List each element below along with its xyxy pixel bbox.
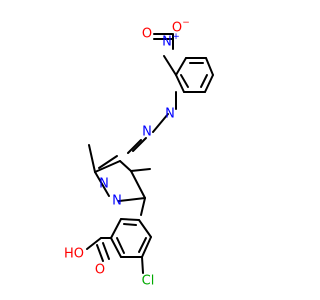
chlorobenzoic-ring xyxy=(86,218,152,274)
bond xyxy=(86,237,102,250)
nitro-nitrogen-label: N xyxy=(162,35,172,50)
bond xyxy=(130,168,151,172)
bond xyxy=(204,74,214,93)
bond xyxy=(98,155,118,169)
bond xyxy=(141,256,144,274)
azo-link xyxy=(127,113,169,154)
bond xyxy=(138,219,152,238)
nitro-oxygen-double-label: O xyxy=(142,27,152,42)
bond xyxy=(163,55,177,76)
chlorine-label: Cl xyxy=(142,274,155,289)
bond xyxy=(138,237,147,253)
bond xyxy=(205,57,214,76)
bond xyxy=(175,57,187,76)
nitrophenyl-ring xyxy=(153,33,214,110)
bond xyxy=(110,218,122,239)
pyrazole-nitrogen-2-label: N xyxy=(99,177,109,192)
nitro-nitrogen-charge: + xyxy=(172,32,180,42)
bond xyxy=(152,113,169,133)
bond xyxy=(110,237,122,258)
bond xyxy=(141,236,152,258)
azo-nitrogen-2-label: N xyxy=(142,125,152,140)
bond xyxy=(200,74,208,88)
bond xyxy=(118,197,146,202)
bond xyxy=(123,223,137,226)
bond xyxy=(180,74,189,88)
bond xyxy=(96,244,104,262)
bond xyxy=(116,237,125,254)
atom-labels: O − O N + N N N N HO O Cl xyxy=(64,18,190,289)
pyrazole-ring xyxy=(88,144,151,216)
nitro-oxygen-charge: − xyxy=(182,18,190,28)
bond xyxy=(94,171,110,197)
bond xyxy=(130,170,146,199)
bond xyxy=(175,74,185,93)
bond xyxy=(102,242,110,260)
azo-nitrogen-1-label: N xyxy=(165,107,175,122)
nitro-oxygen-minus-label: O xyxy=(172,21,182,36)
pyrazole-nitrogen-1-label: N xyxy=(112,194,122,209)
bond xyxy=(119,160,132,172)
molecule-diagram: O − O N + N N N N HO O Cl xyxy=(63,18,214,289)
carboxyl-hydroxyl-label: HO xyxy=(64,247,84,262)
bond xyxy=(132,137,147,152)
molecule-svg: O − O N + N N N N HO O Cl xyxy=(64,18,214,289)
bond xyxy=(88,144,96,173)
bond xyxy=(94,160,121,173)
bond xyxy=(127,139,142,154)
bond xyxy=(120,218,140,221)
bond xyxy=(140,197,146,216)
carboxyl-oxygen-label: O xyxy=(95,263,105,278)
